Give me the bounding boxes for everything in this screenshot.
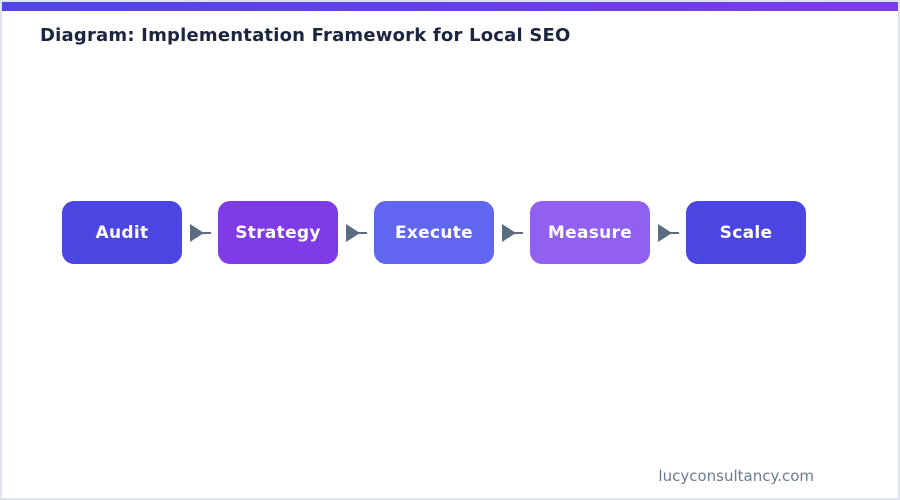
step-label: Measure [547,222,633,243]
flow-row: Audit Strategy Execute Measure Scale [62,201,806,264]
footer-website: lucyconsultancy.com [658,467,814,485]
flow-arrow-icon [338,201,374,264]
step-label: Audit [95,222,149,243]
step-box-execute: Execute [374,201,494,264]
flow-arrow-icon [650,201,686,264]
top-accent-bar [2,2,898,11]
step-label: Strategy [235,222,321,243]
flow-arrow-icon [494,201,530,264]
step-box-measure: Measure [530,201,650,264]
step-box-strategy: Strategy [218,201,338,264]
step-box-audit: Audit [62,201,182,264]
step-box-scale: Scale [686,201,806,264]
step-label: Execute [394,222,474,243]
step-label: Scale [719,222,773,243]
flow-arrow-icon [182,201,218,264]
page-title: Diagram: Implementation Framework for Lo… [40,25,571,46]
